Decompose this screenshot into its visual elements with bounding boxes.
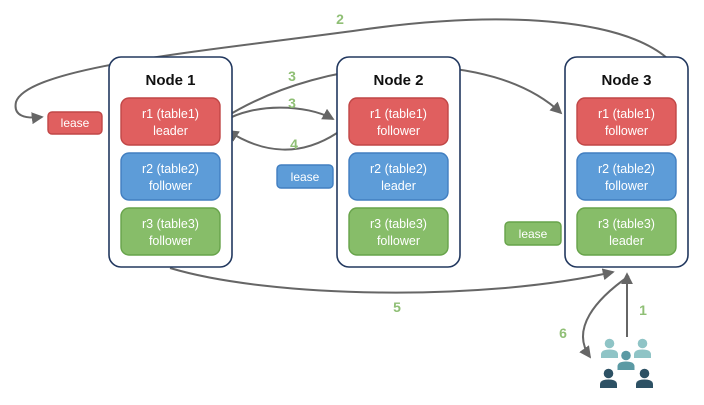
node3-r3-name: r3 (table3) bbox=[598, 217, 655, 231]
person-icon bbox=[634, 338, 651, 358]
lease-text-green: lease bbox=[519, 227, 548, 241]
node-2-title: Node 2 bbox=[373, 72, 423, 89]
lease-badge-green bbox=[504, 221, 562, 246]
node2-range-r3-table3 bbox=[348, 207, 449, 256]
node3-r2-role: follower bbox=[605, 179, 648, 193]
step-label-2: 2 bbox=[336, 11, 344, 27]
node1-r3-name: r3 (table3) bbox=[142, 217, 199, 231]
node-1: Node 1 r1 (table1) leader r2 (table2) fo… bbox=[108, 56, 233, 268]
node1-range-r2-table2 bbox=[120, 152, 221, 201]
node3-r2-name: r2 (table2) bbox=[598, 162, 655, 176]
node2-range-r2-table2 bbox=[348, 152, 449, 201]
person-icon bbox=[600, 368, 617, 388]
step-label-4: 4 bbox=[290, 136, 298, 152]
arrow-step-4 bbox=[226, 130, 338, 151]
step-label-3b: 3 bbox=[288, 95, 296, 111]
node-3: Node 3 r1 (table1) follower r2 (table2) … bbox=[564, 56, 689, 268]
node3-r1-name: r1 (table1) bbox=[598, 107, 655, 121]
person-icon bbox=[601, 338, 618, 358]
node-2: Node 2 r1 (table1) follower r2 (table2) … bbox=[336, 56, 461, 268]
step-label-6: 6 bbox=[559, 325, 567, 341]
node2-r3-role: follower bbox=[377, 234, 420, 248]
person-icon bbox=[617, 350, 635, 370]
node1-r2-name: r2 (table2) bbox=[142, 162, 199, 176]
arrow-step-2 bbox=[14, 18, 668, 125]
lease-label-table3: lease bbox=[504, 221, 562, 246]
node3-range-r3-table3 bbox=[576, 207, 677, 256]
node2-range-r1-table1 bbox=[348, 97, 449, 146]
lease-text-blue: lease bbox=[291, 170, 320, 184]
node-3-title: Node 3 bbox=[601, 72, 651, 89]
node3-range-r1-table1 bbox=[576, 97, 677, 146]
person-icon bbox=[636, 368, 653, 388]
node2-r1-name: r1 (table1) bbox=[370, 107, 427, 121]
node1-r1-name: r1 (table1) bbox=[142, 107, 199, 121]
node2-r2-role: leader bbox=[381, 179, 416, 193]
node1-r1-role: leader bbox=[153, 124, 188, 138]
lease-badge-blue bbox=[276, 164, 334, 189]
lease-label-table1: lease bbox=[47, 111, 103, 135]
lease-text-red: lease bbox=[61, 116, 90, 130]
arrow-step-6 bbox=[579, 275, 630, 359]
node2-r3-name: r3 (table3) bbox=[370, 217, 427, 231]
node1-r2-role: follower bbox=[149, 179, 192, 193]
node1-range-r1-table1 bbox=[120, 97, 221, 146]
lease-label-table2: lease bbox=[276, 164, 334, 189]
node-1-title: Node 1 bbox=[145, 72, 195, 89]
lease-badge-red bbox=[47, 111, 103, 135]
node1-r3-role: follower bbox=[149, 234, 192, 248]
node3-range-r2-table2 bbox=[576, 152, 677, 201]
step-label-1: 1 bbox=[639, 302, 647, 318]
step-label-3a: 3 bbox=[288, 68, 296, 84]
arrow-step-5 bbox=[169, 267, 615, 294]
node1-range-r3-table3 bbox=[120, 207, 221, 256]
node3-r1-role: follower bbox=[605, 124, 648, 138]
clients-icon bbox=[600, 338, 653, 388]
arrow-step-3-to-node2 bbox=[223, 106, 335, 122]
node2-r2-name: r2 (table2) bbox=[370, 162, 427, 176]
node2-r1-role: follower bbox=[377, 124, 420, 138]
node3-r3-role: leader bbox=[609, 234, 644, 248]
step-label-5: 5 bbox=[393, 299, 401, 315]
